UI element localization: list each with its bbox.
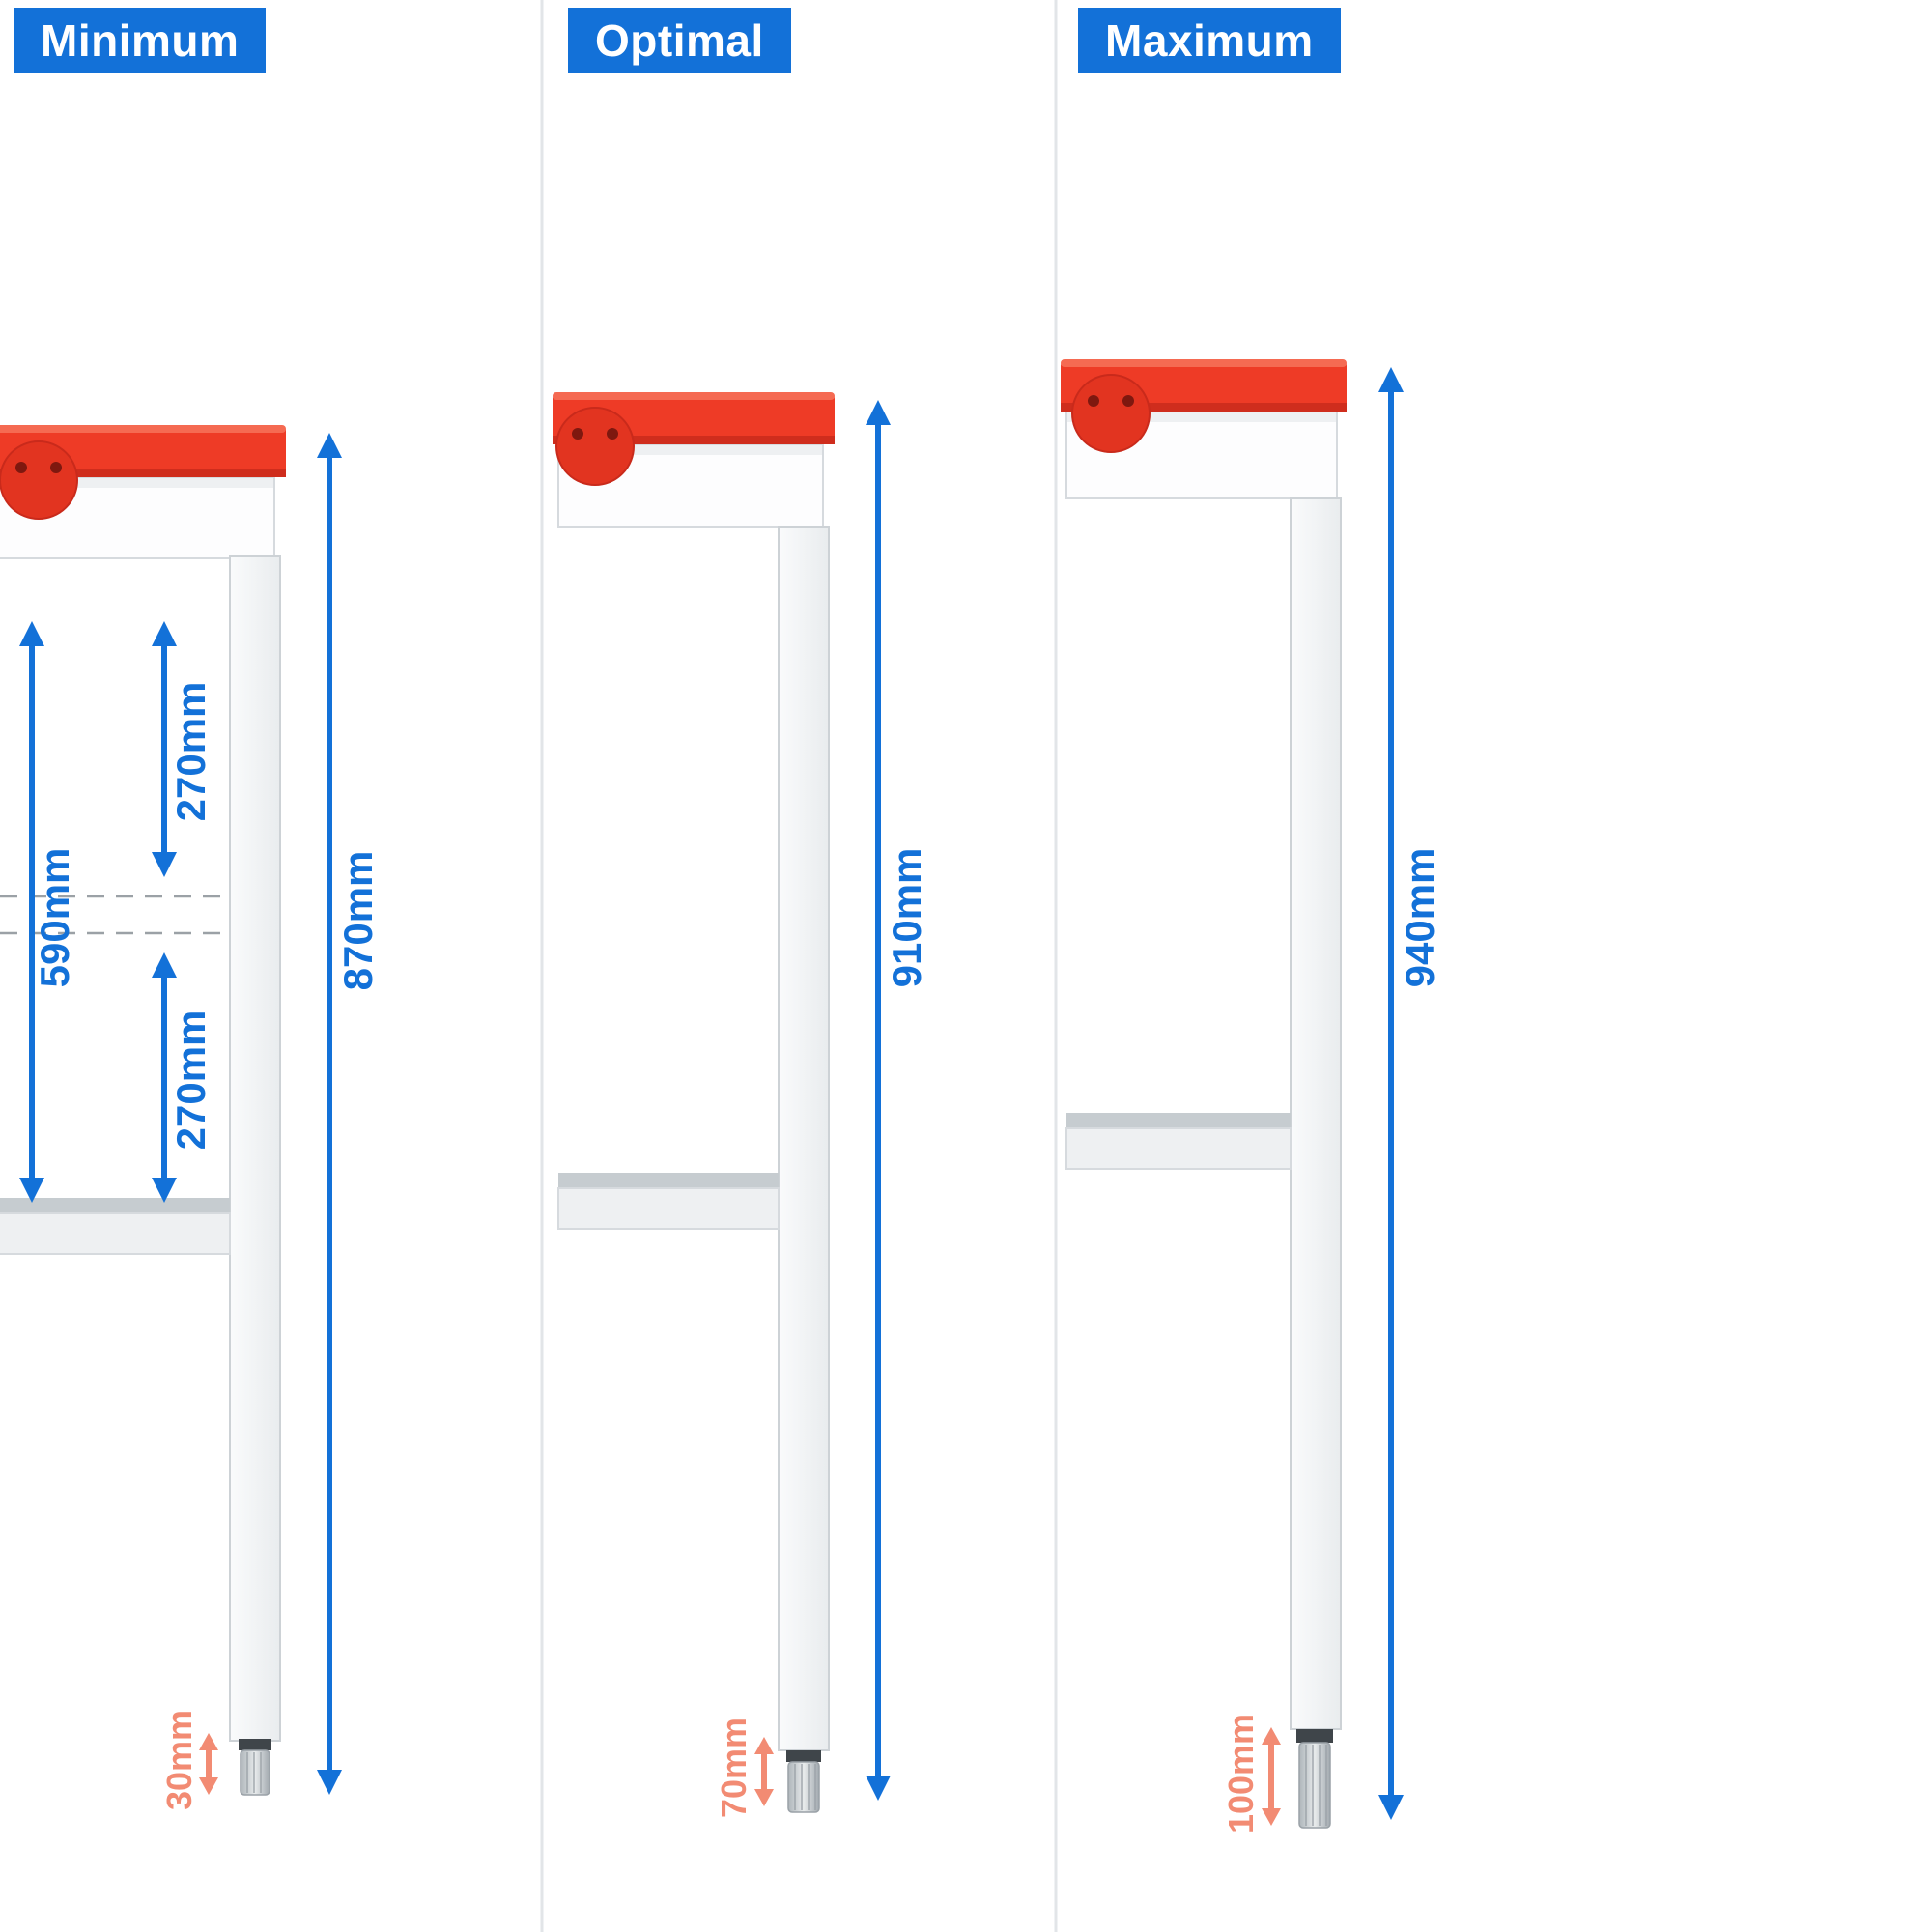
screw xyxy=(1088,395,1099,407)
tabletop-shade xyxy=(1061,403,1347,412)
dim-arrow-inner-minimum xyxy=(19,621,44,1203)
arrowhead-down xyxy=(1262,1808,1281,1826)
arrowhead-down xyxy=(317,1770,342,1795)
apron-shadow xyxy=(559,445,822,455)
foot-ribs xyxy=(246,1752,262,1793)
foot-ribs xyxy=(1305,1745,1327,1826)
foot-ribs xyxy=(794,1764,816,1810)
arrowhead-up xyxy=(1262,1727,1281,1745)
mounting-bracket xyxy=(555,407,635,486)
arrowhead-down xyxy=(866,1776,891,1801)
dim-arrow-total-minimum xyxy=(317,433,342,1795)
tabletop-highlight xyxy=(553,392,835,400)
table-illustration-maximum xyxy=(1061,359,1347,1829)
foot-adjust-arrow-minimum xyxy=(199,1733,218,1795)
dim-label-lower-minimum: 270mm xyxy=(168,1009,213,1151)
arrow-shaft xyxy=(1388,388,1394,1799)
screw xyxy=(572,428,583,440)
tabletop-shade xyxy=(553,436,835,444)
arrow-shaft xyxy=(875,421,881,1779)
table-illustration-minimum xyxy=(0,425,286,1796)
apron-shadow xyxy=(1067,412,1336,422)
panel-header-minimum: Minimum xyxy=(14,8,267,73)
arrow-shaft xyxy=(761,1752,767,1791)
tabletop-highlight xyxy=(0,425,286,433)
dim-label-total-minimum: 870mm xyxy=(335,850,381,991)
undershelf-edge xyxy=(1066,1113,1291,1128)
arrow-shaft xyxy=(161,974,167,1181)
dim-arrow-lower-minimum xyxy=(152,952,177,1203)
screw xyxy=(15,462,27,473)
arrowhead-down xyxy=(152,852,177,877)
table-leg xyxy=(1290,497,1342,1730)
undershelf xyxy=(1065,1127,1292,1170)
arrowhead-down xyxy=(1378,1795,1404,1820)
dim-arrow-total-maximum xyxy=(1378,367,1404,1820)
table-illustration-optimal xyxy=(553,392,835,1813)
screw xyxy=(50,462,62,473)
table-leg xyxy=(229,555,281,1742)
arrowhead-up xyxy=(152,621,177,646)
mounting-bracket xyxy=(1071,374,1151,453)
table-leg xyxy=(778,526,830,1751)
arrow-shaft xyxy=(327,454,332,1774)
arrowhead-up xyxy=(1378,367,1404,392)
dim-label-total-maximum: 940mm xyxy=(1397,847,1442,988)
tabletop-highlight xyxy=(1061,359,1347,367)
mounting-bracket xyxy=(0,440,78,520)
foot-adjust-arrow-maximum xyxy=(1262,1727,1281,1826)
foot-collar xyxy=(1296,1729,1333,1743)
arrowhead-up xyxy=(199,1733,218,1750)
arrowhead-up xyxy=(866,400,891,425)
panel-header-maximum: Maximum xyxy=(1078,8,1341,73)
screw xyxy=(607,428,618,440)
arrowhead-down xyxy=(152,1178,177,1203)
undershelf xyxy=(0,1212,231,1255)
arrow-shaft xyxy=(29,642,35,1181)
undershelf xyxy=(557,1187,780,1230)
screw xyxy=(1122,395,1134,407)
foot-adjust-label-maximum: 100mm xyxy=(1221,1713,1261,1834)
dim-arrow-upper-minimum xyxy=(152,621,177,877)
tabletop-shade xyxy=(0,469,286,477)
foot-adjust-label-optimal: 70mm xyxy=(714,1717,753,1819)
arrowhead-up xyxy=(754,1737,774,1754)
arrowhead-up xyxy=(152,952,177,978)
foot-collar xyxy=(786,1750,821,1762)
arrow-shaft xyxy=(161,642,167,856)
dim-label-upper-minimum: 270mm xyxy=(168,681,213,822)
arrowhead-down xyxy=(199,1777,218,1795)
arrowhead-down xyxy=(754,1789,774,1806)
dim-arrow-total-optimal xyxy=(866,400,891,1801)
arrow-shaft xyxy=(1268,1743,1274,1810)
arrowhead-down xyxy=(19,1178,44,1203)
undershelf-edge xyxy=(558,1173,779,1188)
dim-label-inner-minimum: 590mm xyxy=(32,847,77,988)
arrowhead-up xyxy=(19,621,44,646)
arrowhead-up xyxy=(317,433,342,458)
apron-shadow xyxy=(0,478,273,488)
foot-adjust-label-minimum: 30mm xyxy=(159,1709,199,1811)
arrow-shaft xyxy=(206,1748,212,1779)
foot-adjust-arrow-optimal xyxy=(754,1737,774,1806)
dim-label-total-optimal: 910mm xyxy=(884,847,929,988)
panel-header-optimal: Optimal xyxy=(568,8,791,73)
foot-collar xyxy=(239,1739,271,1750)
